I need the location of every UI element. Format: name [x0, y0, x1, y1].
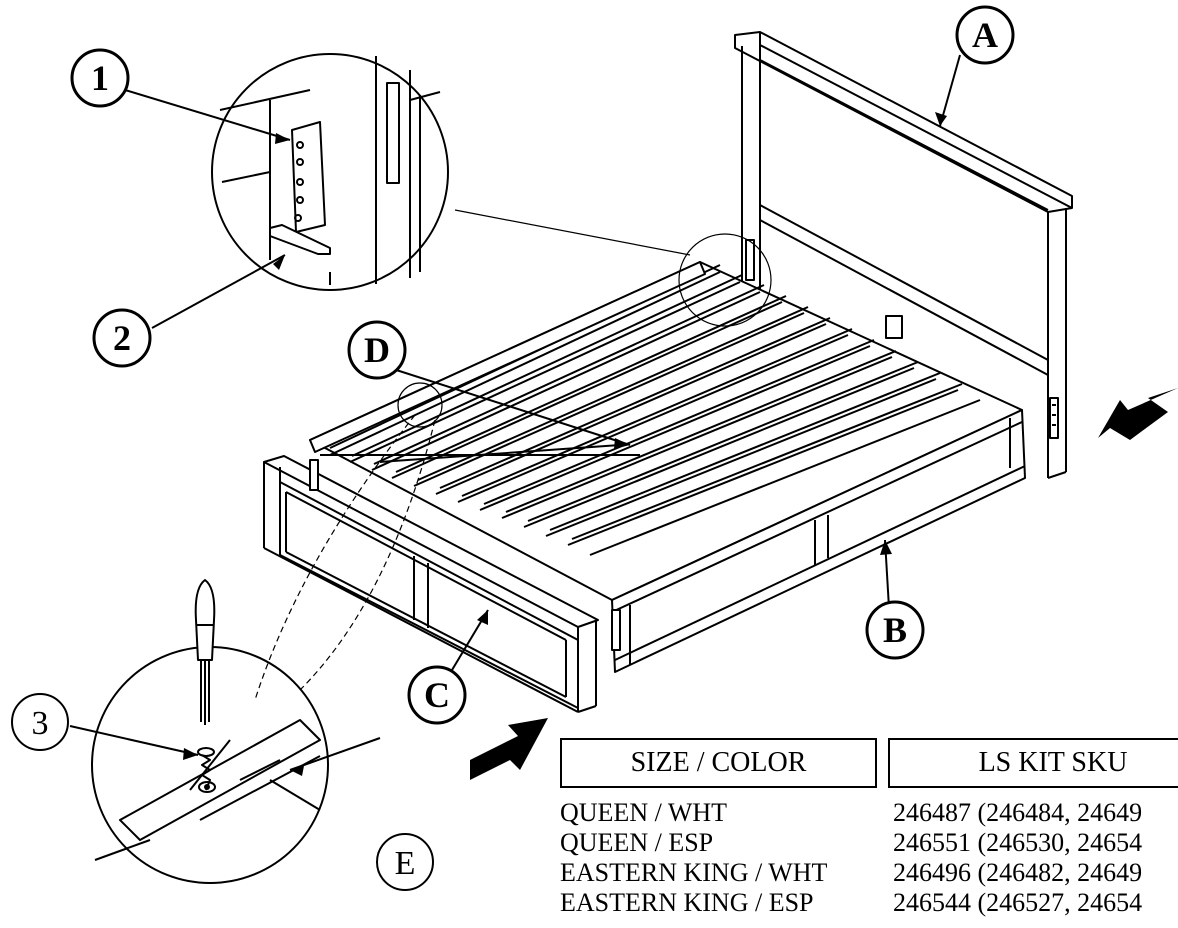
svg-text:3: 3	[32, 705, 49, 742]
callout-A: A	[955, 5, 1015, 65]
sku-table: SIZE / COLOR LS KIT SKU QUEEN / WHT 2464…	[555, 738, 1178, 928]
callout-2: 2	[92, 308, 152, 368]
screw-detail	[91, 579, 329, 884]
arrowheads	[183, 112, 947, 776]
size-color-cell: EASTERN KING / WHT	[560, 858, 828, 887]
sku-cell: 246496 (246482, 24649	[893, 858, 1143, 887]
callout-B: B	[865, 600, 925, 660]
footboard	[263, 455, 599, 713]
detail-links	[254, 414, 436, 701]
callout-E: E	[376, 833, 434, 891]
arrow-headboard-icon	[1098, 388, 1178, 440]
detail-connector	[397, 209, 772, 428]
svg-text:2: 2	[113, 318, 131, 358]
headboard	[734, 31, 1073, 479]
svg-text:C: C	[424, 675, 450, 715]
slat-platform	[309, 261, 1026, 673]
svg-text:D: D	[364, 330, 390, 370]
header-size-color: SIZE / COLOR	[560, 738, 877, 788]
size-color-cell: QUEEN / WHT	[560, 798, 728, 827]
size-color-cell: EASTERN KING / ESP	[560, 888, 814, 917]
header-ls-kit-sku: LS KIT SKU	[888, 738, 1178, 788]
size-color-cell: QUEEN / ESP	[560, 828, 714, 857]
bracket-detail	[211, 53, 449, 291]
sku-cell: 246487 (246484, 24649	[893, 798, 1143, 827]
svg-text:A: A	[972, 15, 998, 55]
arrow-footboard-icon	[470, 718, 548, 780]
callout-D: D	[347, 320, 407, 380]
callout-C: C	[407, 665, 467, 725]
sku-cell: 246544 (246527, 24654	[893, 888, 1143, 917]
sku-cell: 246551 (246530, 24654	[893, 828, 1143, 857]
svg-text:E: E	[395, 845, 416, 882]
callout-1: 1	[70, 48, 130, 108]
svg-text:1: 1	[91, 58, 109, 98]
callout-3: 3	[11, 693, 69, 751]
svg-text:B: B	[883, 610, 907, 650]
